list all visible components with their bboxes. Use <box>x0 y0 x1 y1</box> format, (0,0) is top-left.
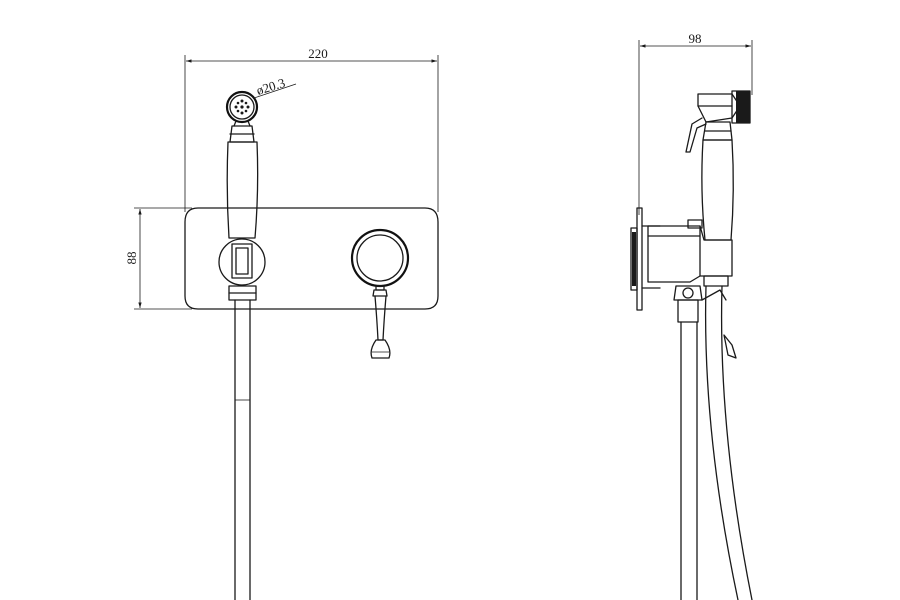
diameter-callout: ø20.3 <box>253 75 297 99</box>
side-hoses <box>680 285 753 600</box>
width-dimension-label: 220 <box>308 46 328 61</box>
diameter-label: ø20.3 <box>254 75 286 98</box>
side-hose-connector <box>673 285 737 359</box>
hand-shower <box>225 90 259 239</box>
side-view: 98 <box>630 31 753 600</box>
side-hand-shower <box>685 90 751 241</box>
wall-flange <box>630 207 661 311</box>
front-hose <box>234 299 251 600</box>
wall-plate <box>184 207 439 310</box>
valve-body <box>647 219 733 287</box>
mixer-handle <box>350 228 410 359</box>
front-view: 220 88 <box>124 46 439 600</box>
depth-dimension: 98 <box>638 31 753 215</box>
height-dimension-label: 88 <box>124 252 139 265</box>
hand-shower-holder <box>218 238 266 301</box>
spray-nozzles <box>234 99 250 115</box>
height-dimension: 88 <box>124 207 192 310</box>
depth-dimension-label: 98 <box>689 31 702 46</box>
width-dimension: 220 <box>184 46 439 212</box>
